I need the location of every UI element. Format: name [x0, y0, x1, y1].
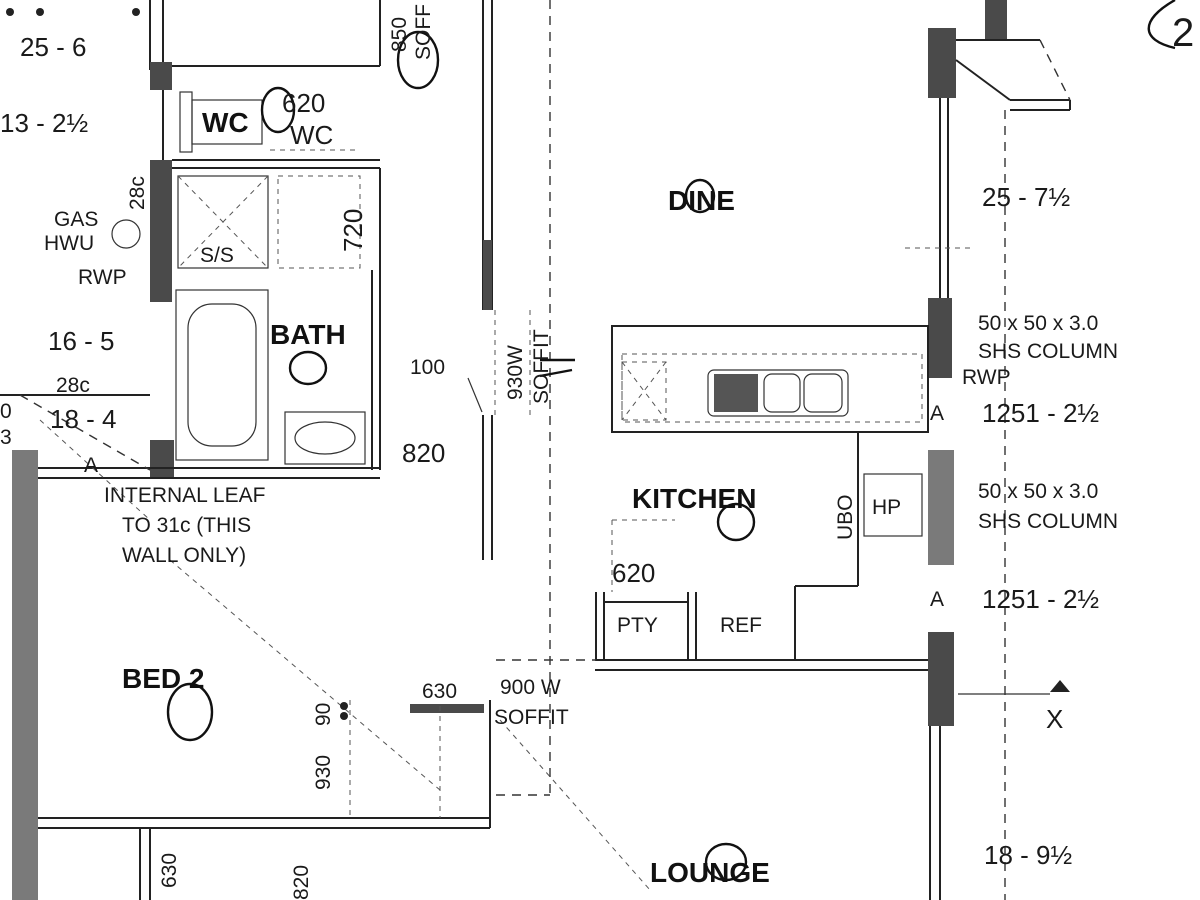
- label-hp: HP: [872, 496, 901, 519]
- dim-25-7h: 25 - 7½: [982, 182, 1070, 212]
- label-soffit-vert: SOFFIT: [530, 329, 553, 404]
- label-930w: 930W: [504, 345, 527, 400]
- dim-18-4: 18 - 4: [50, 404, 117, 434]
- dim-620-kitchen: 620: [612, 558, 655, 588]
- label-ss: S/S: [200, 244, 234, 267]
- label-pty: PTY: [617, 614, 658, 637]
- dim-1251-a: 1251 - 2½: [982, 398, 1099, 428]
- label-internal-leaf-3: WALL ONLY): [122, 544, 246, 567]
- label-rwp-left: RWP: [78, 266, 127, 289]
- room-label-wc: WC: [202, 107, 249, 138]
- label-soffit-h: SOFFIT: [494, 706, 569, 729]
- label-ref: REF: [720, 614, 762, 637]
- dim-620-wc: 620: [282, 88, 325, 118]
- label-column-1b: SHS COLUMN: [978, 340, 1118, 363]
- label-callout: 2: [1172, 11, 1194, 55]
- dimensions: 25 - 6 13 - 2½ 16 - 5 18 - 4 25 - 7½ 125…: [0, 17, 1099, 900]
- dim-630-a: 630: [422, 680, 457, 703]
- dim-630-b: 630: [158, 853, 181, 888]
- room-label-bath: BATH: [270, 319, 346, 350]
- label-internal-leaf-1: INTERNAL LEAF: [104, 484, 265, 507]
- label-a-right-2: A: [930, 588, 944, 611]
- dim-1251-b: 1251 - 2½: [982, 584, 1099, 614]
- label-hwu: HWU: [44, 232, 94, 255]
- annotations: SOFF WC GAS HWU RWP S/S 930W SOFFIT INTE…: [0, 4, 1194, 734]
- dim-18-9h: 18 - 9½: [984, 840, 1072, 870]
- dim-820-b: 820: [290, 865, 313, 900]
- label-ubo: UBO: [834, 494, 857, 540]
- label-x-marker: X: [1046, 704, 1063, 734]
- label-900w: 900 W: [500, 676, 561, 699]
- dim-930: 930: [312, 755, 335, 790]
- hand-marks: [166, 0, 1176, 882]
- label-column-1a: 50 x 50 x 3.0: [978, 312, 1098, 335]
- label-edge-3: 3: [0, 426, 12, 449]
- label-a-marker: A: [84, 454, 98, 477]
- room-label-bed2: BED 2: [122, 663, 204, 694]
- dim-13-2h: 13 - 2½: [0, 108, 88, 138]
- label-a-right-1: A: [930, 402, 944, 425]
- label-internal-leaf-2: TO 31c (THIS: [122, 514, 251, 537]
- label-rwp-right: RWP: [962, 366, 1011, 389]
- dim-850: 850: [388, 17, 411, 52]
- dim-100: 100: [410, 356, 445, 379]
- fixtures: [175, 91, 929, 660]
- label-soffit-top: SOFF: [412, 4, 435, 60]
- room-labels: WC BATH DINE KITCHEN BED 2 LOUNGE: [122, 107, 770, 888]
- label-wc-sub: WC: [290, 120, 333, 150]
- walls: [0, 0, 1071, 900]
- room-label-kitchen: KITCHEN: [632, 483, 756, 514]
- dim-720: 720: [338, 209, 368, 252]
- dim-28c-a: 28c: [126, 176, 149, 210]
- label-column-2b: SHS COLUMN: [978, 510, 1118, 533]
- dim-28c-b: 28c: [56, 374, 90, 397]
- dim-820: 820: [402, 438, 445, 468]
- dim-90: 90: [312, 703, 335, 726]
- label-column-2a: 50 x 50 x 3.0: [978, 480, 1098, 503]
- label-gas: GAS: [54, 208, 98, 231]
- dim-25-6: 25 - 6: [20, 32, 87, 62]
- label-edge-0: 0: [0, 400, 12, 423]
- soffit-lines: [19, 0, 1050, 900]
- dim-16-5: 16 - 5: [48, 326, 115, 356]
